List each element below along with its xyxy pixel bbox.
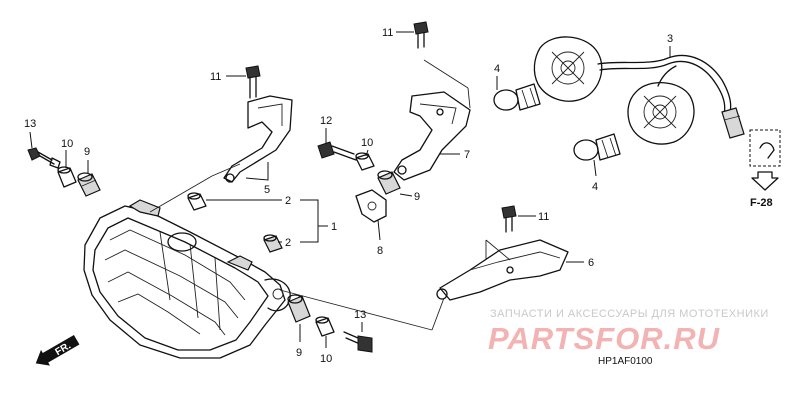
callout-10-upper: 10 <box>61 138 73 150</box>
callout-6: 6 <box>588 257 594 269</box>
callout-12: 12 <box>320 115 332 127</box>
watermark-logo: PARTSFOR.RU <box>488 321 721 356</box>
watermark: ЗАПЧАСТИ И АКСЕССУАРЫ ДЛЯ МОТОТЕХНИКИ PA… <box>488 308 769 356</box>
collar-10-middle <box>355 152 375 171</box>
bolt-11-right <box>501 205 517 233</box>
grommet-2-lower <box>263 234 283 253</box>
callout-3: 3 <box>667 33 673 45</box>
callout-11-right: 11 <box>538 211 549 223</box>
clip-8 <box>355 189 387 223</box>
callout-10-lower: 10 <box>320 353 332 365</box>
grommet-9-upper <box>77 172 101 197</box>
reference-f28-box <box>749 129 781 191</box>
callout-2-upper: 2 <box>285 195 291 207</box>
bolt-11-top <box>413 21 429 49</box>
callout-13-lower: 13 <box>354 309 366 321</box>
bolt-11-left <box>245 65 261 99</box>
grommet-9-middle <box>377 170 401 195</box>
socket-harness-3 <box>533 36 745 145</box>
callout-9-middle: 9 <box>414 191 420 203</box>
callout-4-lower: 4 <box>592 181 598 193</box>
callout-2-lower: 2 <box>285 237 291 249</box>
collar-10-lower <box>315 316 335 337</box>
reference-f28-label: F-28 <box>750 197 773 209</box>
collar-10-upper <box>57 166 77 188</box>
leader-lines <box>29 31 671 348</box>
watermark-tagline: ЗАПЧАСТИ И АКСЕССУАРЫ ДЛЯ МОТОТЕХНИКИ <box>490 308 769 320</box>
bracket-6 <box>436 239 569 301</box>
callout-7: 7 <box>464 149 470 161</box>
grommet-2-upper <box>187 192 207 211</box>
callout-9-lower: 9 <box>296 347 302 359</box>
headlight-assembly <box>83 199 291 359</box>
bolt-12 <box>317 141 357 161</box>
callout-13-upper: 13 <box>24 118 36 130</box>
callout-8: 8 <box>377 245 383 257</box>
grommet-9-lower <box>287 294 311 323</box>
callout-5: 5 <box>264 184 270 196</box>
callout-11-top: 11 <box>382 27 393 39</box>
callout-4-upper: 4 <box>494 63 500 75</box>
callouts: 11 11 11 13 13 10 10 10 9 9 9 12 5 2 2 1… <box>24 27 773 365</box>
bolt-13-upper <box>27 147 61 169</box>
callout-9-upper: 9 <box>84 146 90 158</box>
bulb-4-upper <box>493 83 541 111</box>
front-direction-arrow: FR. <box>35 334 80 366</box>
bolt-13-lower <box>343 331 373 353</box>
figure-code: HP1AF0100 <box>598 356 653 367</box>
callout-10-middle: 10 <box>361 137 373 149</box>
bulb-4-lower <box>573 133 621 161</box>
callout-11-left: 11 <box>210 71 221 83</box>
bracket-5 <box>223 95 293 183</box>
callout-1: 1 <box>331 221 337 233</box>
stay-7 <box>393 91 471 181</box>
